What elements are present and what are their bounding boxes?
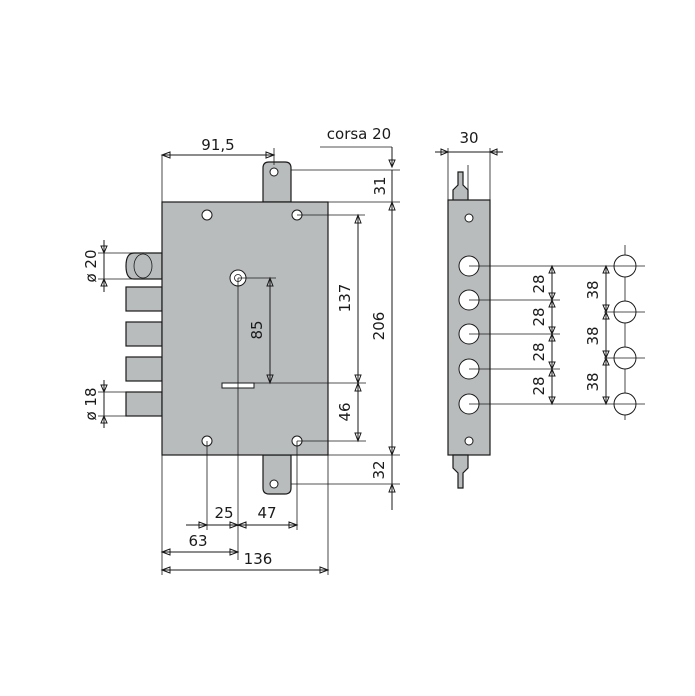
round-bolt-tip xyxy=(133,253,153,279)
dim-38-1: 38 xyxy=(584,280,602,299)
faceplate-screw-bottom xyxy=(464,436,474,446)
dim-diameter-20: ø 20 xyxy=(82,249,100,282)
faceplate-bottom-bracket xyxy=(452,454,469,489)
fixing-hole-top-left xyxy=(201,209,213,221)
dim-63: 63 xyxy=(188,532,207,550)
faceplate-top-bracket xyxy=(452,171,469,203)
dim-30: 30 xyxy=(459,129,478,147)
dim-28-4: 28 xyxy=(530,376,548,395)
dim-85: 85 xyxy=(248,320,266,339)
square-bolt-3 xyxy=(125,356,163,382)
dim-38-3: 38 xyxy=(584,372,602,391)
top-tab-hole xyxy=(269,167,279,177)
dim-diameter-18: ø 18 xyxy=(82,387,100,420)
front-dimensions: 91,5 corsa 20 31 137 206 85 46 xyxy=(82,125,400,575)
dim-32: 32 xyxy=(370,460,388,479)
dim-136: 136 xyxy=(244,550,273,568)
dim-25: 25 xyxy=(214,504,233,522)
dim-46: 46 xyxy=(336,402,354,421)
square-bolt-2 xyxy=(125,321,163,347)
bottom-tab-hole xyxy=(269,479,279,489)
dim-28-2: 28 xyxy=(530,307,548,326)
dim-28-3: 28 xyxy=(530,342,548,361)
square-bolt-4 xyxy=(125,391,163,417)
dim-38-2: 38 xyxy=(584,326,602,345)
dim-91-5: 91,5 xyxy=(201,136,234,154)
dim-corsa-20: corsa 20 xyxy=(327,125,391,143)
dim-137: 137 xyxy=(336,284,354,313)
faceplate-side-view: 30 28 28 28 28 xyxy=(435,129,610,489)
top-mounting-tab xyxy=(262,161,292,203)
faceplate-screw-top xyxy=(464,213,474,223)
dim-31: 31 xyxy=(371,176,389,195)
bolt-layout-view: 38 38 38 xyxy=(584,245,645,420)
lock-front-view xyxy=(125,161,329,495)
square-bolt-1 xyxy=(125,286,163,312)
bottom-mounting-tab xyxy=(262,454,292,495)
dim-28-1: 28 xyxy=(530,274,548,293)
dim-206: 206 xyxy=(370,312,388,341)
dim-47: 47 xyxy=(257,504,276,522)
lock-case xyxy=(161,201,329,456)
round-bolt-top xyxy=(125,252,163,280)
